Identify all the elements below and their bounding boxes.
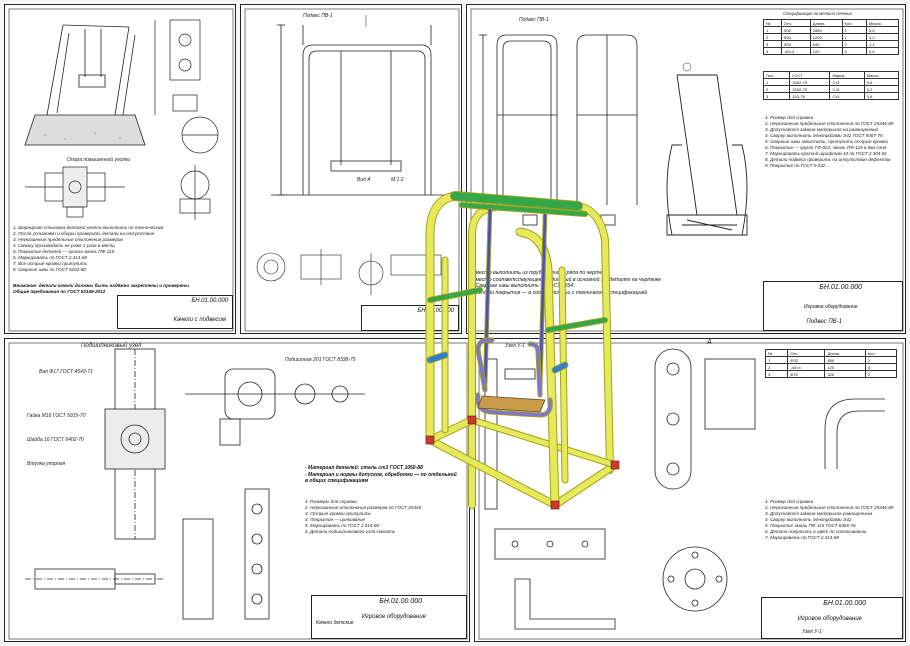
title-code: БН.01.00.000 [823,600,866,607]
title-sub: Узел У-1 [802,629,822,635]
joint-back-left [467,415,477,425]
scale-note: М 1:2 [391,177,404,183]
joint-back-right [610,460,620,470]
tech-notes: 1. Шарнирная стыковка деталей качели вып… [13,225,164,272]
title-block: БН.01.00.000 Качели детские Игровое обор… [311,595,467,639]
sheet-header: Подвес ПВ-1 [303,13,333,19]
front-left-leg [426,192,459,444]
view-a-label: А [707,339,712,346]
warning-text: Внимание: детали качели должны быть надё… [13,283,189,294]
left-brace-blue [427,352,448,363]
bottom-rail-back [469,417,618,468]
swing-seat [477,395,546,413]
callout-nut: Гайка М16 ГОСТ 5915-70 [27,413,86,419]
right-brace-blue [552,362,568,373]
title-name: Игровое оборудование [361,614,426,620]
title-name: Подвес ПВ-1 [806,319,842,325]
bottom-rail-front [427,437,558,508]
seat-back-right [528,342,542,397]
seat-frame-front [476,393,552,417]
callout-washer: Шайба 16 ГОСТ 6402-70 [27,437,84,443]
material-warning: - Материал деталей: сталь ст3 ГОСТ 1050-… [305,465,457,485]
title-code: БН.01.00.000 [191,298,228,304]
seat-back-left [476,338,494,392]
tech-notes: 1. Размер для справки.2. Неуказанные пре… [765,499,894,540]
top-beam-lower [460,203,587,216]
tech-notes: 1. Размер для справки. 2. Неуказанные пр… [765,115,894,168]
callout-shaft: Вал Ф17 ГОСТ 4543-71 [39,369,93,375]
sheet-swing-assembly: Опора повышенной уголки 1. Шарнирная сты… [4,4,236,334]
spec-header: Спецификация на металл сечения [783,11,852,16]
swing-assembly-drawing [8,8,234,332]
title-block: БН.01.00.000 Игровое оборудование Подвес… [763,281,903,331]
front-right-leg [516,228,559,509]
top-beam [451,192,582,210]
joint-front-right [550,500,560,510]
title-name: Качели с подвесом [173,317,226,323]
callout-bearing: Подшипник 201 ГОСТ 8338-75 [285,357,356,363]
title-sub: Качели детские [316,620,354,626]
title-code: БН.01.00.000 [417,308,454,314]
suspension-drawing [470,8,904,332]
left-chain [483,208,492,392]
left-brace [428,288,482,302]
callout-sleeve: Втулка упорная [27,461,66,467]
title-name: Игровое оборудование [797,616,862,622]
right-brace [546,318,607,332]
sheet-header: Подвес ПВ-1 [519,17,549,23]
sheet-header: Подшипниковый узел [81,343,142,349]
bottom-rail-right [552,462,618,508]
sheet-header: Узел У-1 [505,343,525,349]
view-a-label: Вид А [357,177,371,183]
tech-notes: 1. Размеры для справки.2. Неуказанные от… [305,499,422,534]
inner-right-post [559,267,568,483]
title-code: БН.01.00.000 [379,598,422,605]
title-code: БН.01.00.000 [819,284,862,291]
node-drawing [478,342,904,640]
bearing-drawing [8,342,468,640]
title-sub: Игровое оборудование [804,304,858,310]
bottom-rail-left [427,417,475,443]
joint-front-left [425,435,435,445]
swing-frame [425,191,620,510]
view-title: Опора повышенной уголки [67,157,131,163]
title-block: БН.01.00.000 Качели с подвесом [117,295,233,329]
frame-drawing [244,8,460,332]
title-block: БН.01.00.000 Игровое оборудование Узел У… [761,597,903,639]
sheet-suspension: Подвес ПВ-1 Спецификация на металл сечен… [466,4,906,334]
